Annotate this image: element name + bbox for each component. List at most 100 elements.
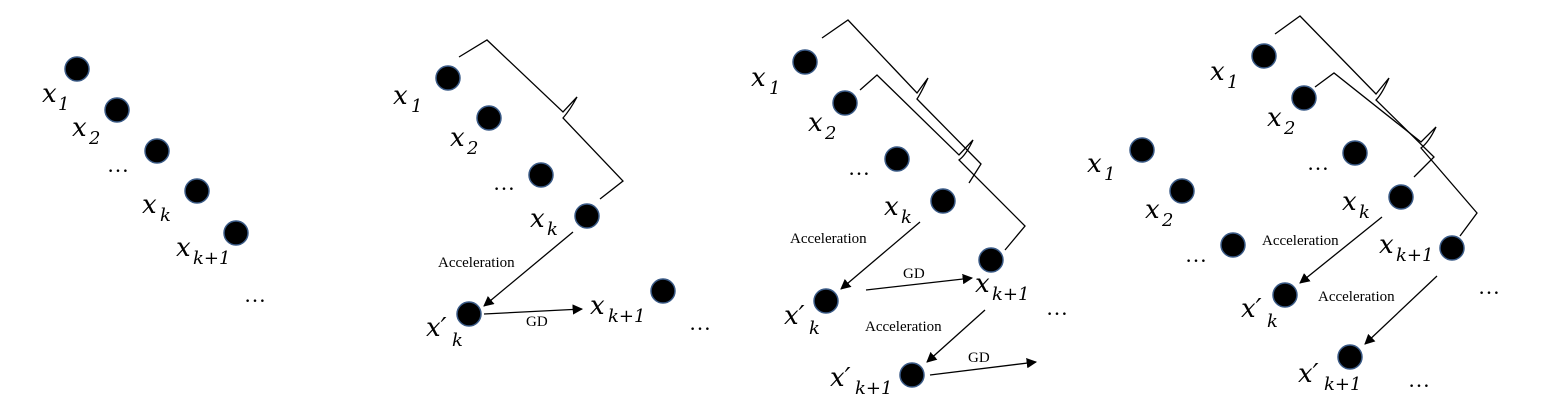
label-x1-sub: 1 xyxy=(1227,72,1238,93)
label-acceleration-1: Acceleration xyxy=(1262,233,1339,249)
node-xk1 xyxy=(1439,235,1465,261)
brace-window-1 xyxy=(821,19,982,184)
label-dots1: … xyxy=(493,170,515,195)
node-xk xyxy=(930,188,956,214)
node-xk xyxy=(1388,184,1414,210)
arrow-acceleration-2 xyxy=(1364,275,1438,345)
label-acceleration-2: Acceleration xyxy=(865,319,942,335)
label-xpk1: x′ xyxy=(830,363,851,393)
node-x2 xyxy=(104,97,130,123)
label-gd-1: GD xyxy=(903,266,925,282)
label-a-x1-sub: 1 xyxy=(1104,164,1115,185)
label-xk1: x xyxy=(1379,230,1394,260)
arrow-gd-1 xyxy=(865,273,974,291)
label-x2: x xyxy=(450,123,465,153)
label-a-x2: x xyxy=(1145,195,1160,225)
panel-2: x 1 x 2 … x k x′ k x k+1 … Acceleration … xyxy=(393,39,711,351)
brace-window xyxy=(458,39,624,200)
label-x1-sub: 1 xyxy=(58,94,69,115)
panel-4: x 1 x 2 … x 1 x 2 … x k x k+1 … x′ k x′ … xyxy=(1087,15,1500,395)
label-xpk: x′ xyxy=(1241,294,1262,324)
label-a-x1: x xyxy=(1087,149,1102,179)
label-xk1-sub: k+1 xyxy=(992,284,1029,305)
label-x2-sub: 2 xyxy=(824,123,836,144)
label-x2: x xyxy=(72,113,87,143)
label-x1-sub: 1 xyxy=(411,96,422,117)
arrow-acceleration-2 xyxy=(926,309,986,363)
label-x1: x xyxy=(751,63,766,93)
label-xk: x xyxy=(1342,187,1357,217)
label-xk1-sub: k+1 xyxy=(193,248,230,269)
node-x1 xyxy=(64,56,90,82)
label-x2: x xyxy=(808,108,823,138)
node-a-x2 xyxy=(1169,178,1195,204)
label-xpk1-sub: k+1 xyxy=(1324,374,1361,395)
panel-3: x 1 x 2 … x k x′ k x k+1 … x′ k+1 Accele… xyxy=(751,19,1068,399)
node-dots xyxy=(1342,140,1368,166)
label-x2-sub: 2 xyxy=(466,138,478,159)
node-x2 xyxy=(1291,85,1317,111)
arrow-acceleration xyxy=(483,231,574,307)
arrow-gd xyxy=(483,304,584,315)
panel-1: x 1 x 2 … x k x k+1 … xyxy=(42,56,266,307)
label-xpk1: x′ xyxy=(1298,359,1319,389)
node-a-x1 xyxy=(1129,137,1155,163)
node-x1 xyxy=(1251,43,1277,69)
arrow-acceleration-1 xyxy=(1299,216,1383,284)
node-xpk xyxy=(813,288,839,314)
label-xk: x xyxy=(884,192,899,222)
node-x1 xyxy=(792,49,818,75)
node-xpk1 xyxy=(899,362,925,388)
node-xk xyxy=(574,203,600,229)
label-x2: x xyxy=(1267,103,1282,133)
label-xk-sub: k xyxy=(901,207,912,228)
node-xk xyxy=(184,178,210,204)
node-dots xyxy=(528,162,554,188)
node-x2 xyxy=(476,105,502,131)
label-x1-sub: 1 xyxy=(769,78,780,99)
node-xk1 xyxy=(650,278,676,304)
label-dots2: … xyxy=(1478,274,1500,299)
label-xk-sub: k xyxy=(1359,202,1370,223)
label-dots2: … xyxy=(689,310,711,335)
node-xpk xyxy=(456,301,482,327)
node-x2 xyxy=(832,90,858,116)
label-xk-sub: k xyxy=(160,205,171,226)
label-x1: x xyxy=(42,79,57,109)
brace-window-2 xyxy=(1314,72,1478,237)
label-xpk-sub: k xyxy=(1267,311,1278,332)
label-xk: x xyxy=(530,204,545,234)
label-xk1: x xyxy=(975,269,990,299)
arrow-acceleration-1 xyxy=(840,221,921,290)
label-xpk: x′ xyxy=(784,301,805,331)
node-xk1 xyxy=(978,247,1004,273)
label-acceleration: Acceleration xyxy=(438,255,515,271)
brace-window-1 xyxy=(1274,15,1435,178)
label-dots1: … xyxy=(848,155,870,180)
label-x2-sub: 2 xyxy=(88,128,100,149)
label-xpk-sub: k xyxy=(452,330,463,351)
label-xpk-sub: k xyxy=(809,318,820,339)
label-xk1-sub: k+1 xyxy=(608,306,645,327)
label-dots1: … xyxy=(107,152,129,177)
label-acceleration-1: Acceleration xyxy=(790,231,867,247)
node-a-dots xyxy=(1220,232,1246,258)
node-dots xyxy=(144,138,170,164)
label-dots1: … xyxy=(1307,150,1329,175)
label-a-dots: … xyxy=(1185,242,1207,267)
label-x2-sub: 2 xyxy=(1283,118,1295,139)
node-dots xyxy=(884,146,910,172)
node-xpk xyxy=(1272,282,1298,308)
label-xk1-sub: k+1 xyxy=(1396,245,1433,266)
label-xpk1-sub: k+1 xyxy=(855,378,892,399)
label-gd-2: GD xyxy=(968,350,990,366)
label-acceleration-2: Acceleration xyxy=(1318,289,1395,305)
label-xpk: x′ xyxy=(426,313,447,343)
label-a-x2-sub: 2 xyxy=(1161,210,1173,231)
arrow-gd-2 xyxy=(929,357,1038,376)
label-xk: x xyxy=(142,190,157,220)
label-xk1: x xyxy=(590,291,605,321)
label-xk1: x xyxy=(176,233,191,263)
node-x1 xyxy=(435,65,461,91)
